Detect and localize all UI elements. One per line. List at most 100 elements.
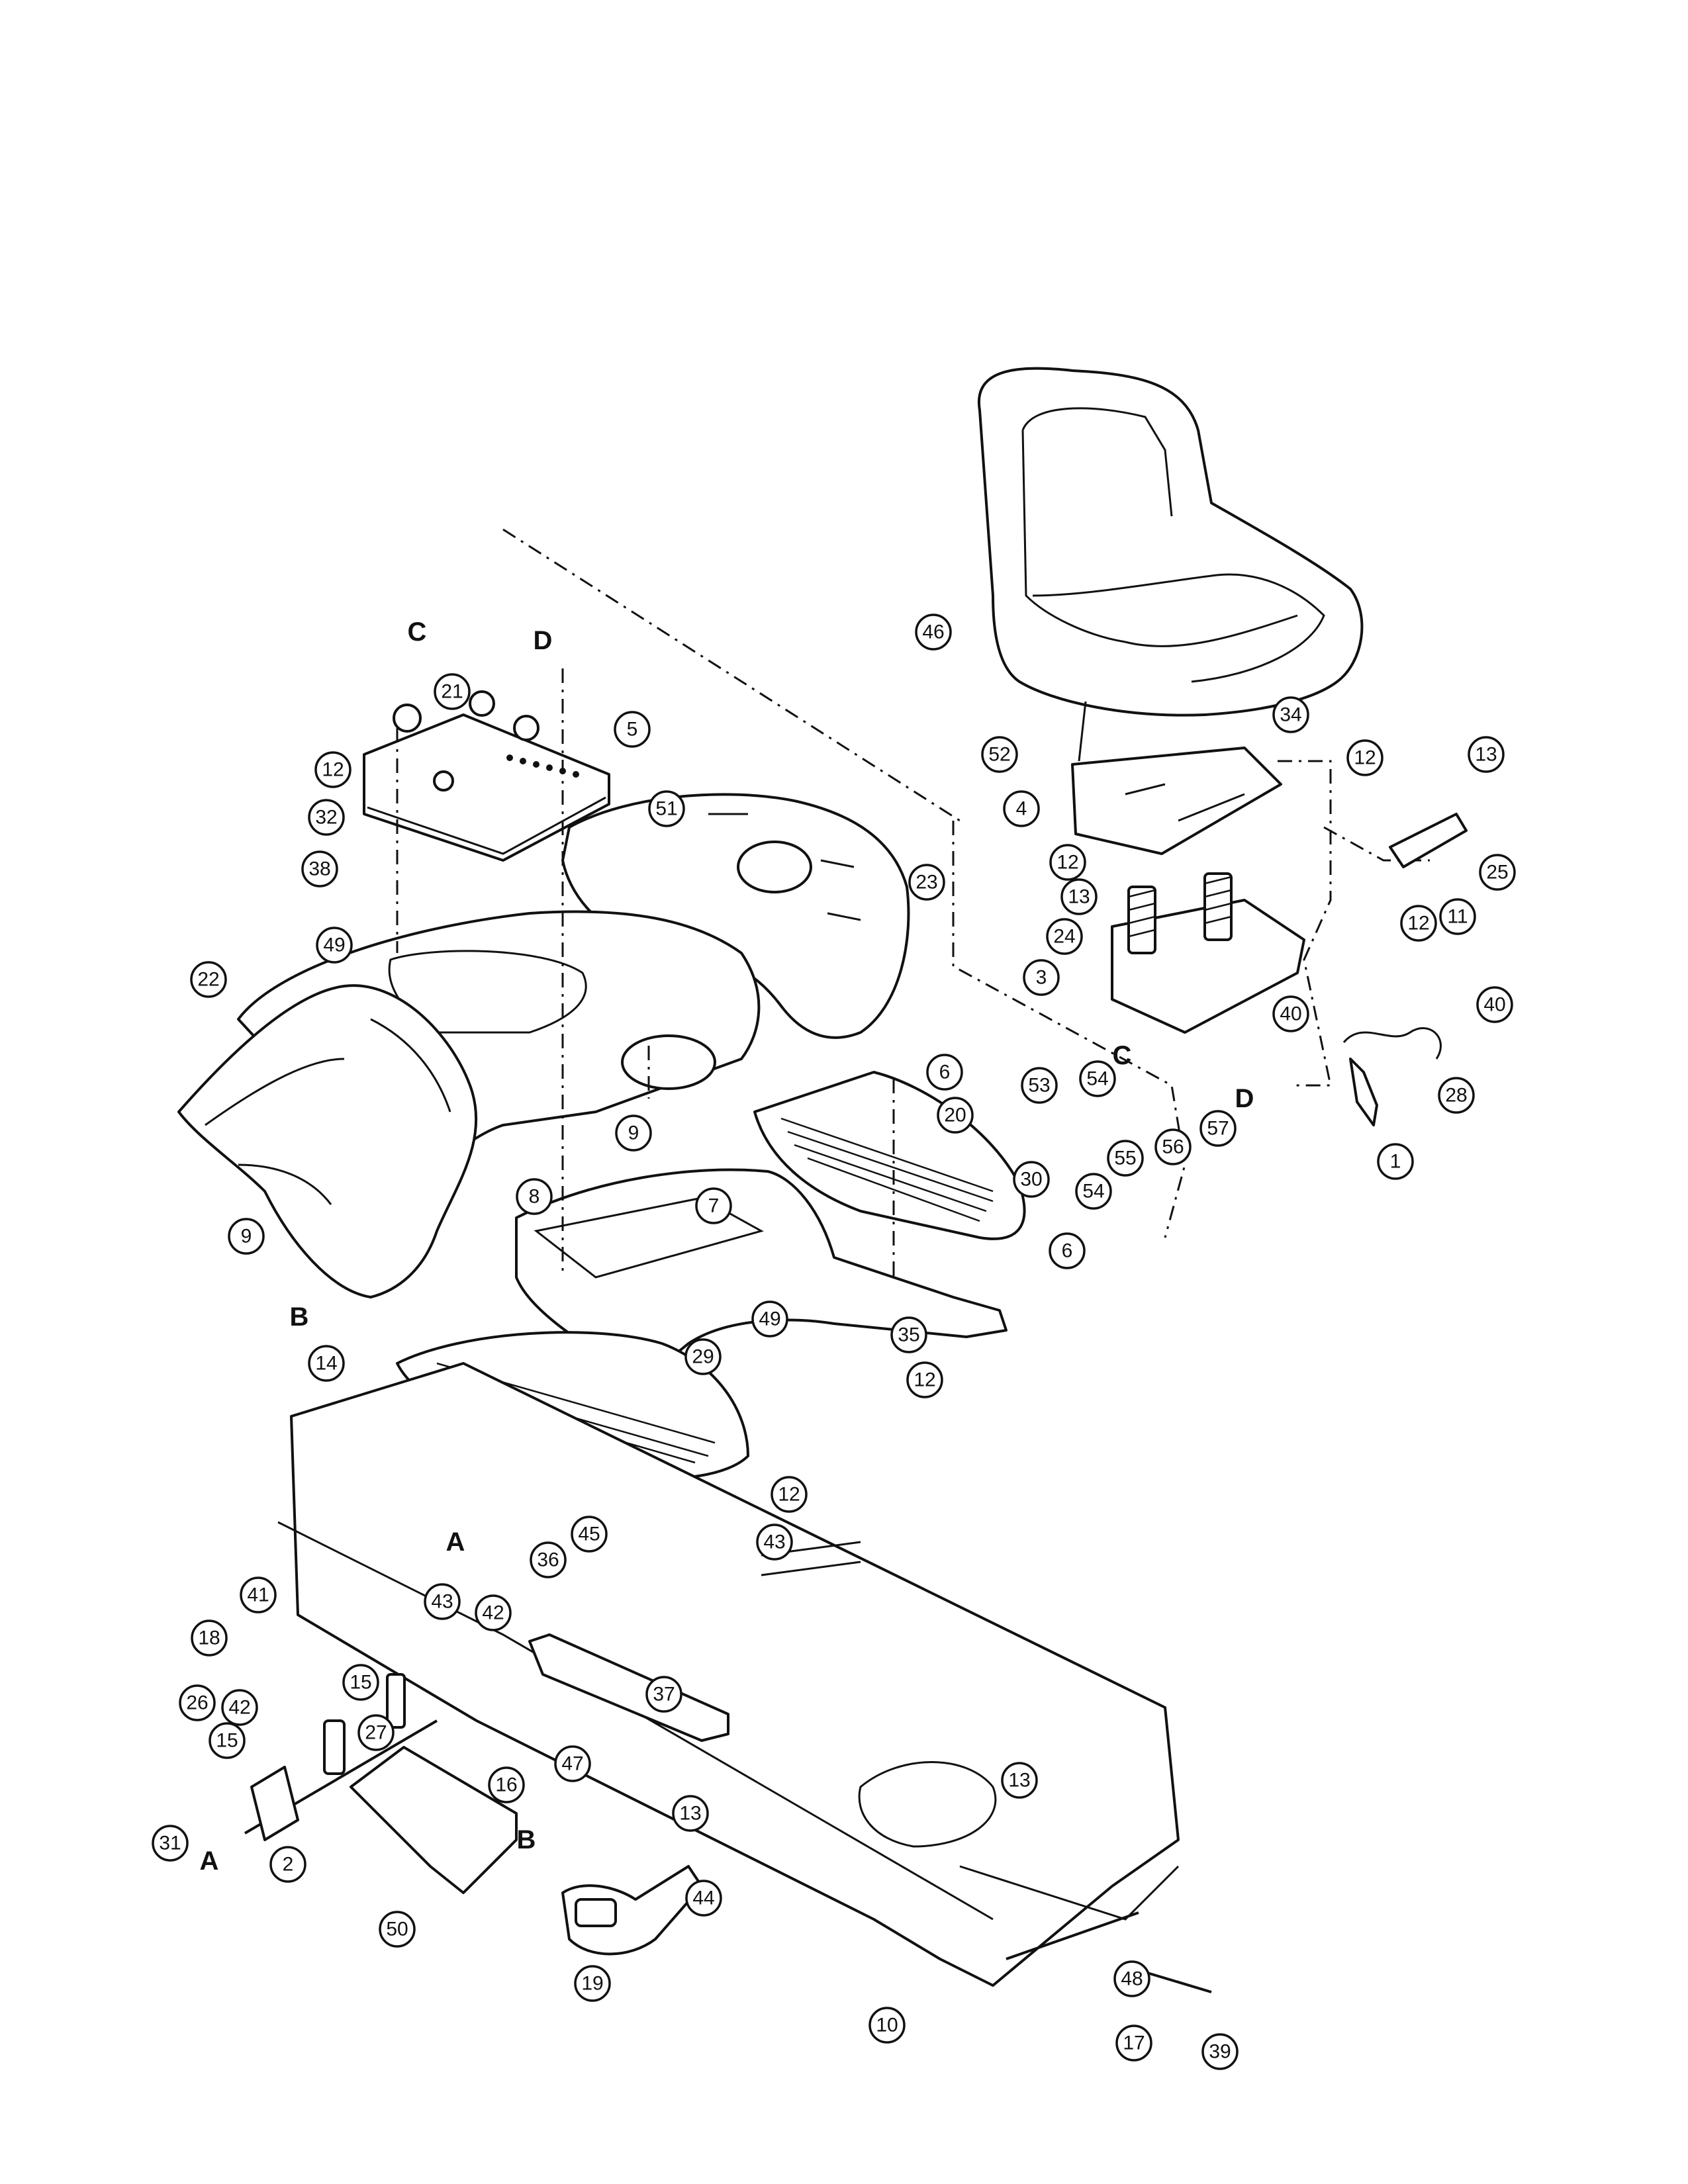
callout-11: 11 bbox=[1439, 898, 1476, 935]
callout-circle bbox=[1079, 1060, 1116, 1097]
callout-6a: 6 bbox=[926, 1054, 963, 1091]
callout-circle bbox=[1049, 1232, 1086, 1269]
callout-8: 8 bbox=[516, 1178, 553, 1215]
callout-number: 48 bbox=[1121, 1968, 1143, 1990]
callout-number: 12 bbox=[1056, 852, 1078, 874]
pedal-shaft bbox=[244, 1673, 438, 1841]
callout-circle bbox=[530, 1541, 567, 1578]
reference-letter-A2: A bbox=[200, 1846, 219, 1876]
callout-circle bbox=[516, 1178, 553, 1215]
callout-circle bbox=[684, 1338, 722, 1375]
callout-41: 41 bbox=[240, 1576, 277, 1614]
callout-number: 9 bbox=[628, 1122, 639, 1144]
callout-43a: 43 bbox=[756, 1524, 793, 1561]
reference-letter-C1: C bbox=[408, 617, 427, 647]
callout-circle bbox=[1046, 918, 1083, 955]
callout-15a: 15 bbox=[342, 1664, 379, 1701]
callout-circle bbox=[574, 1965, 611, 2002]
callout-number: 8 bbox=[529, 1186, 540, 1208]
callout-circle bbox=[648, 790, 685, 827]
pedal-link bbox=[528, 1633, 729, 1742]
callout-12c: 12 bbox=[1400, 905, 1437, 942]
callout-number: 55 bbox=[1114, 1148, 1136, 1169]
callout-23: 23 bbox=[908, 864, 945, 901]
callout-number: 40 bbox=[1280, 1003, 1301, 1025]
callout-circle bbox=[1075, 1173, 1112, 1210]
callout-circle bbox=[1272, 995, 1309, 1032]
frame bbox=[277, 1362, 1180, 1987]
clevis-pin bbox=[1145, 1971, 1212, 1993]
callout-43b: 43 bbox=[424, 1583, 461, 1620]
callout-49a: 49 bbox=[316, 927, 353, 964]
callout-circle bbox=[301, 850, 338, 887]
callout-27: 27 bbox=[357, 1714, 395, 1751]
seat-bracket bbox=[1111, 872, 1305, 1034]
brake-pedal bbox=[561, 1865, 703, 1956]
callout-circle bbox=[1115, 2025, 1152, 2062]
callout-circle bbox=[908, 864, 945, 901]
callout-25: 25 bbox=[1479, 854, 1516, 891]
callout-number: 35 bbox=[898, 1324, 919, 1346]
callout-circle bbox=[906, 1361, 943, 1398]
callout-circle bbox=[475, 1594, 512, 1631]
callout-circle bbox=[1346, 739, 1383, 776]
callout-circle bbox=[228, 1218, 265, 1255]
callout-5: 5 bbox=[614, 711, 651, 748]
callout-circle bbox=[695, 1187, 732, 1224]
callout-circle bbox=[316, 927, 353, 964]
callout-54b: 54 bbox=[1075, 1173, 1112, 1210]
callout-number: 17 bbox=[1123, 2032, 1145, 2054]
callout-circle bbox=[1438, 1077, 1475, 1114]
callout-40b: 40 bbox=[1476, 986, 1513, 1023]
callout-13c: 13 bbox=[672, 1795, 709, 1832]
callout-number: 13 bbox=[1475, 744, 1497, 766]
callout-circle bbox=[191, 1619, 228, 1657]
callout-circle bbox=[571, 1516, 608, 1553]
callout-39: 39 bbox=[1201, 2033, 1239, 2070]
callout-number: 6 bbox=[939, 1062, 951, 1083]
callout-circle bbox=[1400, 905, 1437, 942]
callout-number: 52 bbox=[988, 744, 1010, 766]
left-fender bbox=[177, 984, 478, 1298]
callout-number: 31 bbox=[159, 1833, 181, 1854]
callout-number: 12 bbox=[1354, 747, 1376, 769]
callout-44: 44 bbox=[685, 1880, 722, 1917]
callout-number: 21 bbox=[441, 681, 463, 703]
callout-38: 38 bbox=[301, 850, 338, 887]
callout-number: 32 bbox=[315, 807, 337, 829]
callout-number: 12 bbox=[778, 1484, 800, 1506]
callout-number: 3 bbox=[1036, 967, 1047, 989]
callout-number: 51 bbox=[655, 798, 677, 820]
callout-circle bbox=[615, 1115, 652, 1152]
callout-circle bbox=[308, 1345, 345, 1382]
callout-number: 24 bbox=[1053, 926, 1075, 948]
callout-12a: 12 bbox=[1346, 739, 1383, 776]
callout-31: 31 bbox=[152, 1825, 189, 1862]
callout-circle bbox=[937, 1097, 974, 1134]
reference-letter-B2: B bbox=[517, 1825, 536, 1854]
callout-49b: 49 bbox=[751, 1300, 788, 1338]
callout-number: 50 bbox=[386, 1919, 408, 1940]
callout-circle bbox=[379, 1911, 416, 1948]
callout-circle bbox=[751, 1300, 788, 1338]
callout-13b: 13 bbox=[1060, 878, 1098, 915]
callout-circle bbox=[926, 1054, 963, 1091]
callout-number: 49 bbox=[759, 1308, 780, 1330]
callout-15b: 15 bbox=[209, 1722, 246, 1759]
callout-48: 48 bbox=[1113, 1960, 1150, 1997]
callout-circle bbox=[1049, 844, 1086, 881]
callout-42b: 42 bbox=[221, 1689, 258, 1726]
callout-16: 16 bbox=[488, 1766, 525, 1803]
rear-fender bbox=[561, 793, 910, 1039]
callout-number: 42 bbox=[482, 1602, 504, 1624]
callout-number: 10 bbox=[876, 2015, 898, 2036]
callout-circle bbox=[1201, 2033, 1239, 2070]
callout-36: 36 bbox=[530, 1541, 567, 1578]
callout-32: 32 bbox=[308, 799, 345, 836]
callout-35: 35 bbox=[890, 1316, 927, 1353]
callout-circle bbox=[488, 1766, 525, 1803]
callout-56: 56 bbox=[1154, 1128, 1192, 1165]
callout-20: 20 bbox=[937, 1097, 974, 1134]
callout-number: 40 bbox=[1483, 994, 1505, 1016]
callout-circle bbox=[981, 736, 1018, 773]
